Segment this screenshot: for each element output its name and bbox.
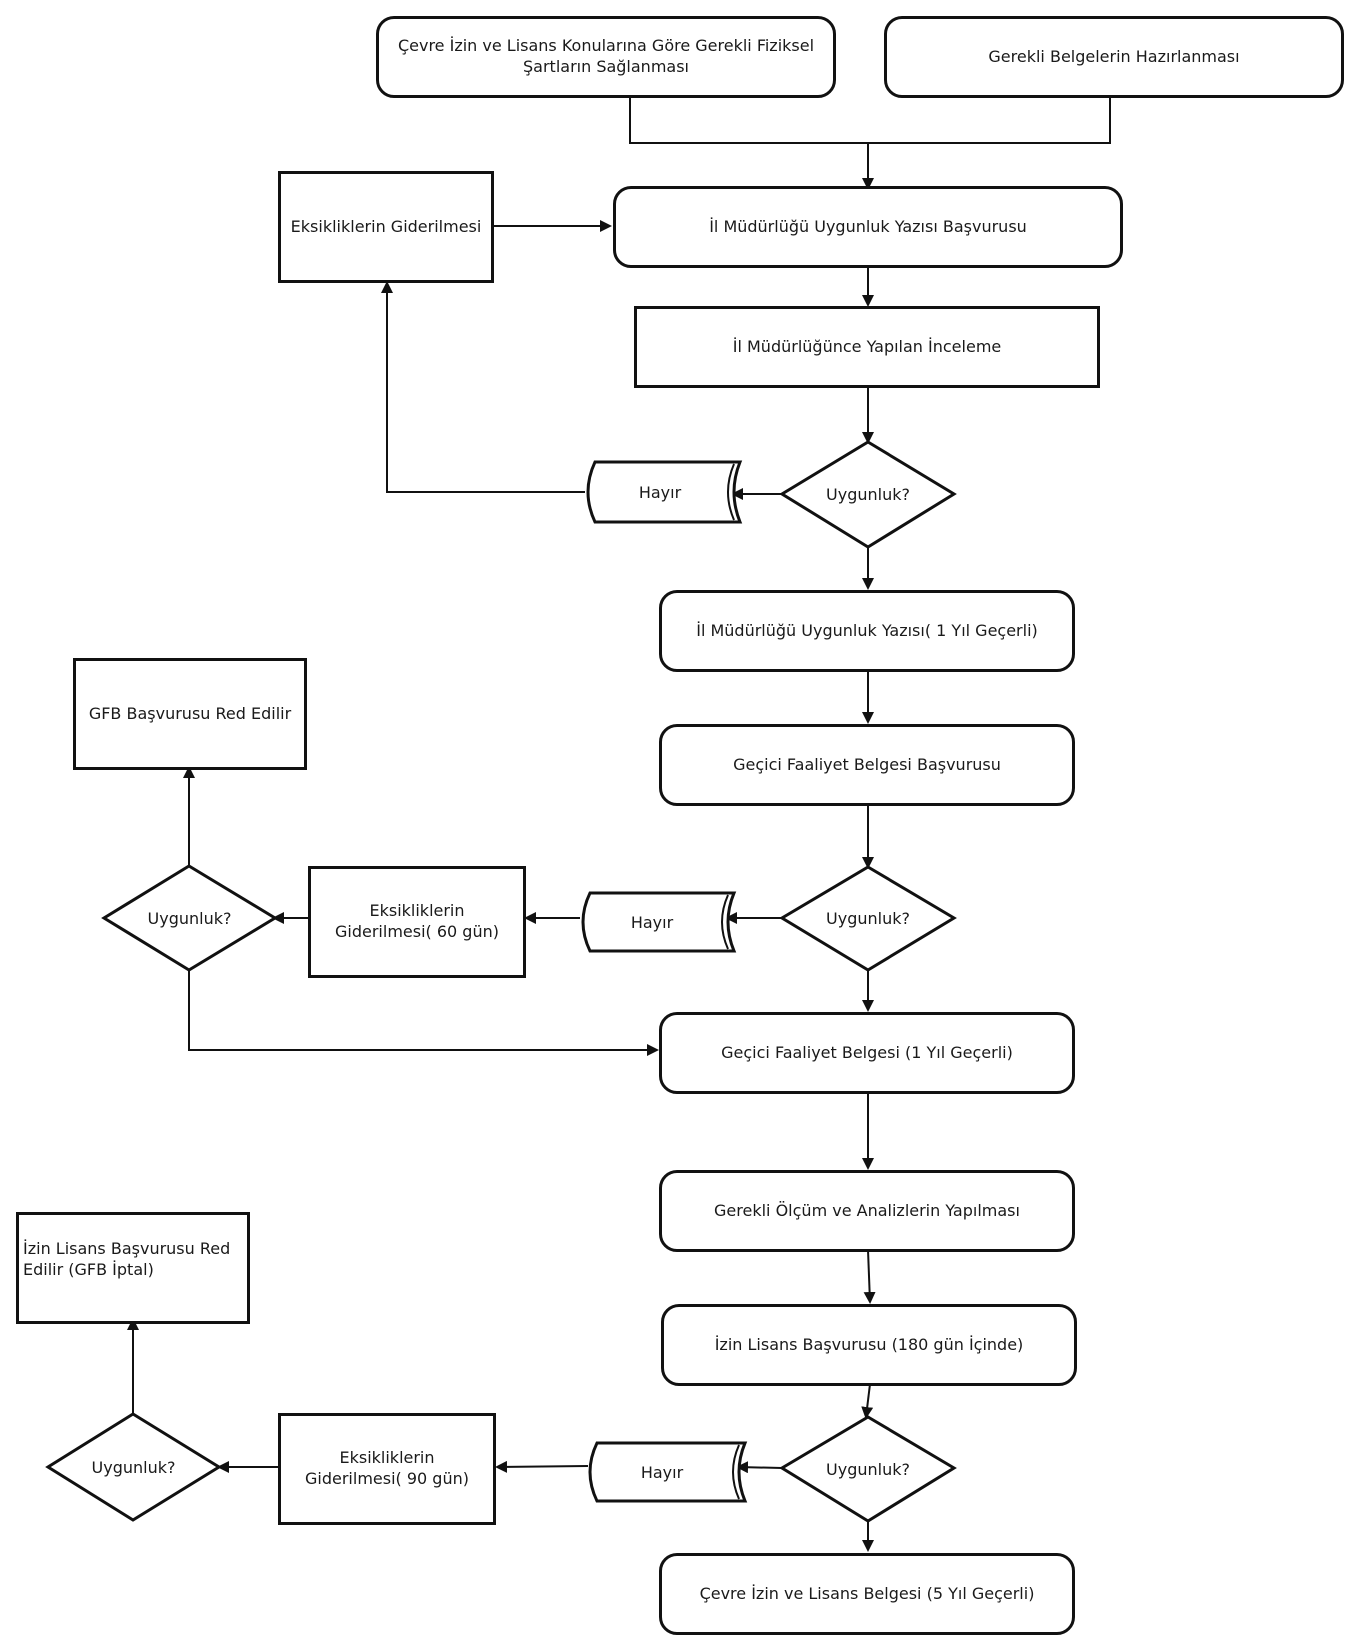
node-eksiklik-giderilmesi-label: Eksikliklerin Giderilmesi <box>290 216 482 236</box>
uygunluk-2-label: Uygunluk? <box>826 908 910 928</box>
node-gfb-basvurusu: Geçici Faaliyet Belgesi Başvurusu <box>659 724 1075 806</box>
decision-diamond-2 <box>779 865 957 972</box>
arrow-izin-basvuru-to-uygunluk3 <box>861 1383 874 1419</box>
decision-diamond-2-left <box>101 864 278 972</box>
uygunluk-3-label: Uygunluk? <box>826 1459 910 1479</box>
node-olcum-analiz-label: Gerekli Ölçüm ve Analizlerin Yapılması <box>714 1200 1020 1220</box>
node-gerekli-belgeler-label: Gerekli Belgelerin Hazırlanması <box>988 46 1240 66</box>
node-uygunluk-yazisi-basvurusu-label: İl Müdürlüğü Uygunluk Yazısı Başvurusu <box>709 216 1027 236</box>
node-fiziksel-sartlar: Çevre İzin ve Lisans Konularına Göre Ger… <box>376 16 836 98</box>
node-inceleme: İl Müdürlüğünce Yapılan İnceleme <box>634 306 1100 388</box>
node-gfb-red-label: GFB Başvurusu Red Edilir <box>88 703 292 723</box>
node-gerekli-belgeler: Gerekli Belgelerin Hazırlanması <box>884 16 1344 98</box>
node-eksiklik-60-gun: Eksikliklerin Giderilmesi( 60 gün) <box>308 866 526 978</box>
arrow-uygunluk2-left-to-gfb <box>188 970 659 1056</box>
uygunluk-2-left-label: Uygunluk? <box>147 908 232 928</box>
arrow-hayir3-to-eksik90 <box>495 1460 589 1473</box>
node-gfb: Geçici Faaliyet Belgesi (1 Yıl Geçerli) <box>659 1012 1075 1094</box>
hayir-1-label: Hayır <box>638 482 682 502</box>
node-uygunluk-yazisi-label: İl Müdürlüğü Uygunluk Yazısı( 1 Yıl Geçe… <box>696 620 1038 640</box>
node-eksiklik-giderilmesi: Eksikliklerin Giderilmesi <box>278 171 494 283</box>
node-izin-red: İzin Lisans Başvurusu Red Edilir (GFB İp… <box>16 1212 250 1324</box>
node-izin-lisans-basvurusu-label: İzin Lisans Başvurusu (180 gün İçinde) <box>714 1334 1024 1354</box>
node-olcum-analiz: Gerekli Ölçüm ve Analizlerin Yapılması <box>659 1170 1075 1252</box>
arrow-uygunluk3-to-hayir3 <box>736 1461 783 1474</box>
node-cevre-izin-belgesi-label: Çevre İzin ve Lisans Belgesi (5 Yıl Geçe… <box>699 1583 1035 1603</box>
node-gfb-basvurusu-label: Geçici Faaliyet Belgesi Başvurusu <box>733 754 1001 774</box>
node-uygunluk-yazisi-basvurusu: İl Müdürlüğü Uygunluk Yazısı Başvurusu <box>613 186 1123 268</box>
hayir-shape-3 <box>588 1441 748 1503</box>
node-eksiklik-90-gun: Eksikliklerin Giderilmesi( 90 gün) <box>278 1413 496 1525</box>
hayir-shape-1 <box>586 460 743 524</box>
node-inceleme-label: İl Müdürlüğünce Yapılan İnceleme <box>732 336 1002 356</box>
uygunluk-3-left-label: Uygunluk? <box>91 1457 176 1477</box>
node-gfb-label: Geçici Faaliyet Belgesi (1 Yıl Geçerli) <box>721 1042 1013 1062</box>
hayir-3-label: Hayır <box>640 1462 684 1482</box>
node-gfb-red: GFB Başvurusu Red Edilir <box>73 658 307 770</box>
node-fiziksel-sartlar-label: Çevre İzin ve Lisans Konularına Göre Ger… <box>397 36 815 76</box>
node-eksiklik-60-gun-label: Eksikliklerin Giderilmesi( 60 gün) <box>335 901 499 941</box>
uygunluk-1-label: Uygunluk? <box>826 484 910 504</box>
node-uygunluk-yazisi: İl Müdürlüğü Uygunluk Yazısı( 1 Yıl Geçe… <box>659 590 1075 672</box>
node-izin-lisans-basvurusu: İzin Lisans Başvurusu (180 gün İçinde) <box>661 1304 1077 1386</box>
arrow-olcum-to-izin-basvuru <box>863 1249 876 1304</box>
hayir-2-label: Hayır <box>630 912 674 932</box>
arrow-hayir1-to-eksik1 <box>381 281 585 493</box>
node-cevre-izin-belgesi: Çevre İzin ve Lisans Belgesi (5 Yıl Geçe… <box>659 1553 1075 1635</box>
node-izin-red-label: İzin Lisans Başvurusu Red Edilir (GFB İp… <box>23 1239 231 1279</box>
decision-diamond-1 <box>779 440 957 549</box>
hayir-shape-2 <box>581 891 737 953</box>
node-eksiklik-90-gun-label: Eksikliklerin Giderilmesi( 90 gün) <box>305 1448 469 1488</box>
decision-diamond-3 <box>779 1415 957 1523</box>
connector-top-merge <box>629 98 1111 144</box>
decision-diamond-3-left <box>45 1412 222 1522</box>
